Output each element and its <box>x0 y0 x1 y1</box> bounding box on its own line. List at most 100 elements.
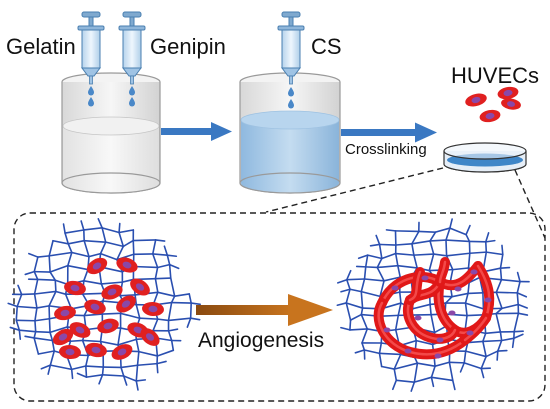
mesh-strand <box>168 263 180 270</box>
mesh-strand <box>415 339 434 346</box>
mesh-strand <box>62 223 66 234</box>
vessel-nucleus <box>414 315 422 321</box>
mesh-strand <box>81 292 106 295</box>
mesh-strand <box>393 362 419 370</box>
mesh-strand <box>97 218 103 229</box>
mesh-strand <box>188 293 192 304</box>
mesh-strand <box>36 305 50 309</box>
mesh-strand <box>49 331 54 342</box>
mesh-strand <box>156 360 167 365</box>
mesh-strand <box>135 379 147 382</box>
mesh-strand <box>349 328 369 331</box>
mesh-strand <box>430 376 435 388</box>
mesh-strand <box>99 252 118 261</box>
mesh-strand <box>385 229 397 232</box>
mesh-strand <box>394 230 420 233</box>
mesh-strand <box>36 278 57 282</box>
mesh-strand <box>413 253 435 256</box>
mesh-strand <box>485 350 499 358</box>
mesh-strand <box>37 350 56 355</box>
mesh-strand <box>480 355 487 370</box>
mesh-strand <box>83 227 103 231</box>
mesh-strand <box>391 379 398 391</box>
cell-icon <box>85 342 107 358</box>
mesh-strand <box>349 288 363 293</box>
mesh-strand <box>463 350 467 364</box>
vessel-lumen <box>406 298 457 341</box>
mesh-strand <box>465 224 471 236</box>
mesh-strand <box>18 329 22 340</box>
vessel-nucleus <box>404 348 412 354</box>
mesh-strand <box>48 290 57 307</box>
mesh-strand <box>83 239 90 258</box>
mesh-strand <box>122 239 135 248</box>
mesh-strand <box>364 254 369 268</box>
mesh-strand <box>467 281 470 295</box>
mesh-strand <box>464 302 468 317</box>
mesh-strand <box>378 352 402 356</box>
mesh-strand <box>445 252 471 257</box>
mesh-strand <box>152 318 159 332</box>
mesh-strand <box>511 337 515 349</box>
mesh-strand <box>9 326 21 331</box>
mesh-strand <box>445 239 448 257</box>
gelatin-label: Gelatin <box>6 34 76 59</box>
mesh-strand <box>18 329 37 333</box>
mesh-strand <box>34 330 51 334</box>
mesh-strand <box>70 365 87 371</box>
beaker-icon <box>239 72 341 194</box>
mesh-strand <box>33 256 39 273</box>
mesh-strand <box>100 281 124 285</box>
mesh-strand <box>397 264 418 269</box>
mesh-strand <box>430 313 436 334</box>
mesh-strand <box>121 278 135 283</box>
mesh-strand <box>467 291 484 295</box>
mesh-strand <box>49 326 69 334</box>
mesh-strand <box>394 252 415 256</box>
mesh-strand <box>132 239 157 242</box>
mesh-strand <box>499 253 504 269</box>
petri-dish-icon <box>443 142 527 173</box>
mesh-strand <box>168 263 172 279</box>
huvecs-label: HUVECs <box>451 63 540 88</box>
mesh-strand <box>444 313 468 317</box>
mesh-strand <box>434 361 451 367</box>
mesh-strand <box>463 362 483 370</box>
mesh-strand <box>166 254 171 266</box>
mesh-strand <box>345 302 352 321</box>
mesh-strand <box>378 352 383 368</box>
mesh-strand <box>340 288 351 293</box>
mesh-strand <box>364 266 379 269</box>
mesh-strand <box>513 312 520 333</box>
mesh-strand <box>360 290 364 309</box>
cell-icon <box>140 328 160 346</box>
mesh-strand <box>451 379 456 391</box>
vessel-nucleus <box>434 353 442 359</box>
mesh-strand <box>156 349 175 357</box>
flow-arrow-icon <box>341 122 437 143</box>
mesh-strand <box>354 349 366 354</box>
mesh-strand <box>376 266 385 282</box>
mesh-strand <box>484 331 502 335</box>
mesh-strand <box>34 319 37 333</box>
mesh-strand <box>16 305 38 309</box>
mesh-strand <box>444 295 453 304</box>
mesh-strand <box>513 333 524 340</box>
mesh-strand <box>33 270 39 281</box>
mesh-strand <box>360 290 381 298</box>
mesh-strand <box>80 220 85 231</box>
mesh-strand <box>411 230 420 245</box>
mesh-strand <box>28 252 39 258</box>
mesh-strand <box>513 330 524 333</box>
mesh-strand <box>15 305 19 322</box>
mesh-strand <box>64 232 70 245</box>
mesh-strand <box>48 251 73 257</box>
mesh-strand <box>360 313 369 330</box>
mesh-strand <box>151 253 159 269</box>
mesh-strand <box>429 231 437 242</box>
cell-icon <box>64 280 86 296</box>
vessel-nucleus <box>421 275 429 281</box>
vessel-nucleus <box>470 269 478 275</box>
mesh-strand <box>375 234 381 246</box>
mesh-strand <box>464 302 485 310</box>
